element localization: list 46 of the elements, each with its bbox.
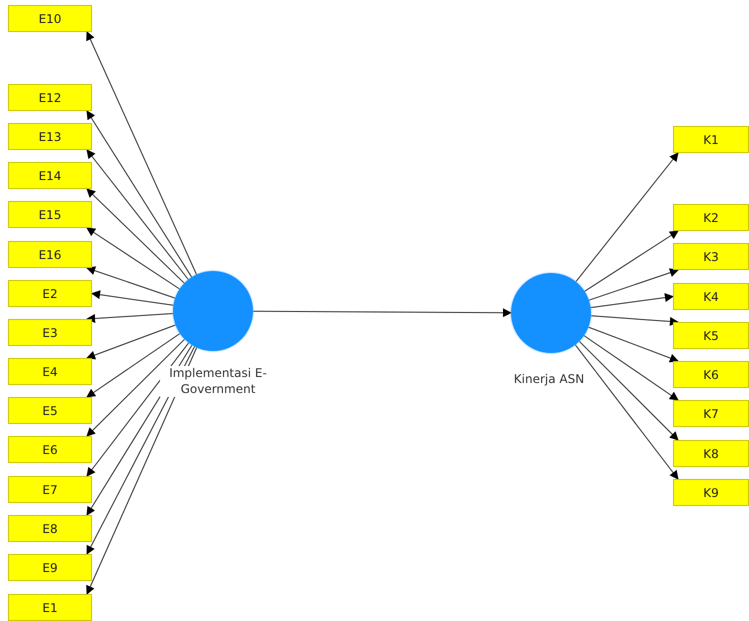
indicator-box: E3 [8,319,92,346]
indicator-box: E14 [8,162,92,189]
arrow [590,293,674,308]
arrow [86,188,185,284]
indicator-box: E12 [8,84,92,111]
indicator-box: E15 [8,201,92,228]
indicator-box: K6 [673,361,749,388]
arrow [86,324,176,360]
indicator-box: E8 [8,515,92,542]
arrow [86,333,180,398]
arrow [252,308,512,318]
indicator-box: E1 [8,594,92,621]
indicator-box: K2 [673,204,749,231]
arrow [574,344,679,480]
arrow [86,266,176,299]
arrow [91,290,174,306]
indicator-box: E6 [8,436,92,463]
arrow [86,338,186,437]
indicator-box: K3 [673,243,749,270]
indicator-box: K9 [673,479,749,506]
arrow [588,326,679,362]
indicator-box: E4 [8,358,92,385]
arrow [575,152,679,282]
arrow [584,230,679,292]
indicator-box: E16 [8,241,92,268]
indicator-box: E10 [8,5,92,32]
indicator-box: K4 [673,283,749,310]
arrow [86,228,180,290]
indicator-box: E7 [8,476,92,503]
arrow [86,31,197,275]
indicator-box: E5 [8,397,92,424]
indicator-box: E2 [8,280,92,307]
indicator-box: K1 [673,126,749,153]
arrow [86,342,190,477]
indicator-box: E9 [8,554,92,581]
arrow [590,315,679,326]
indicator-box: K5 [673,322,749,349]
arrow [588,268,679,301]
arrow [584,335,679,400]
arrow [86,149,189,280]
indicator-box: E13 [8,123,92,150]
arrow [86,110,192,278]
arrow [86,313,174,323]
indicator-box: K8 [673,440,749,467]
arrow [578,340,679,441]
indicator-box: K7 [673,400,749,427]
